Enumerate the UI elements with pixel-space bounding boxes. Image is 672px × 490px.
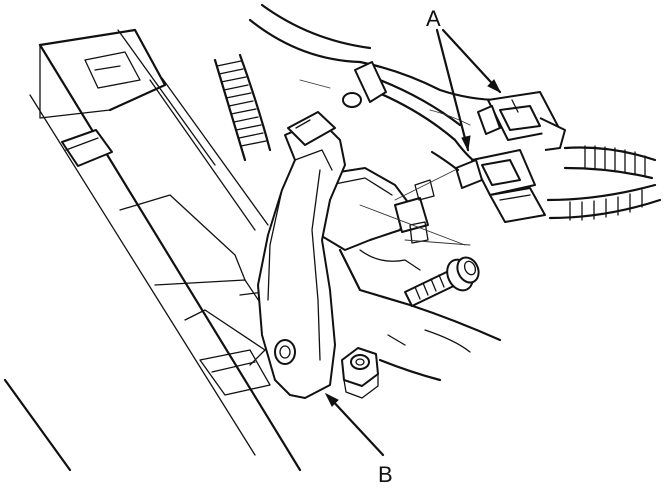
wire-harness: [248, 3, 662, 221]
connector-a-upper: [477, 91, 566, 151]
bracket-b: [257, 111, 346, 399]
callout-a-leader-lower: [435, 28, 470, 152]
engine-frame: [3, 28, 302, 472]
callout-a-arrowhead-upper: [487, 79, 502, 94]
callout-a-label: A: [426, 6, 441, 31]
callout-b: B: [324, 392, 393, 487]
callout-b-leader: [328, 396, 385, 457]
callout-b-arrowhead: [324, 392, 339, 407]
lower-body: [378, 303, 502, 382]
callout-a-arrowhead-lower: [461, 135, 471, 152]
connector-a-lower: [430, 149, 546, 223]
callout-a-leader-upper: [441, 28, 502, 94]
callout-b-label: B: [378, 462, 393, 487]
corrugated-hose: [213, 53, 272, 162]
flange-nut: [341, 347, 379, 399]
flange-bolt: [404, 256, 480, 307]
valve-assembly: [319, 167, 471, 307]
callout-a: A: [426, 6, 502, 152]
